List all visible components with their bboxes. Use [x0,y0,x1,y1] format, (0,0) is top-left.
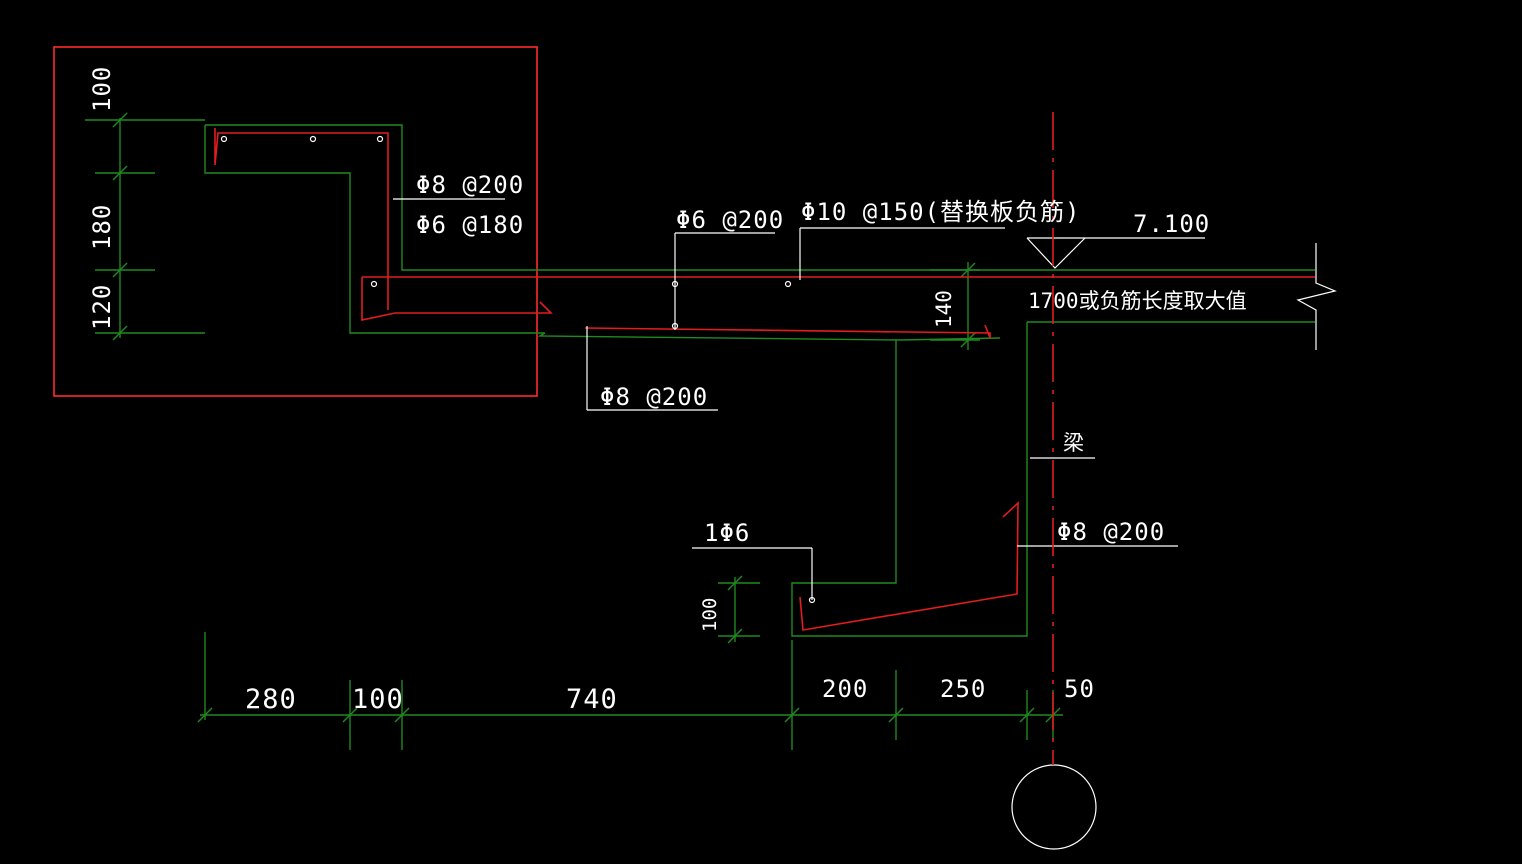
label-slab-bottom-rebar: Φ8 @200 [600,383,708,411]
dim-gutter-height: 100 [699,598,721,632]
label-upper-bottom-rebar: Φ6 @180 [416,211,524,239]
label-beam-stirrup: Φ8 @200 [1057,518,1165,546]
annotation-leaders [220,135,1337,850]
dim-horizontal-2: 100 [352,684,404,715]
highlight-box [53,46,538,397]
axis-circle-icon [1011,764,1097,850]
label-slab-negative-rebar: Φ10 @150(替换板负筋) [801,198,1081,226]
triangle-elevation-icon [1026,237,1086,269]
dim-vertical-2: 180 [88,204,116,250]
label-upper-top-rebar: Φ8 @200 [416,171,524,199]
label-slab-distribution-rebar: Φ6 @200 [676,206,784,234]
rebar-lines [214,128,1315,631]
elevation-value: 7.100 [1133,210,1210,238]
dim-horizontal-1: 280 [245,684,297,715]
break-line-icon [1296,243,1337,350]
dim-horizontal-6: 50 [1064,675,1095,703]
dim-horizontal-3: 740 [566,684,618,715]
dim-slab-thickness: 140 [932,290,956,328]
dim-vertical-1: 100 [88,66,116,112]
note-beam: 梁 [1063,431,1084,455]
label-gutter-bar: 1Φ6 [704,519,750,547]
note-negative-bar-length: 1700或负筋长度取大值 [1028,289,1247,313]
dim-horizontal-5: 250 [940,675,986,703]
dim-horizontal-4: 200 [822,675,868,703]
concrete-outline [85,112,1315,750]
dim-vertical-3: 120 [88,284,116,330]
